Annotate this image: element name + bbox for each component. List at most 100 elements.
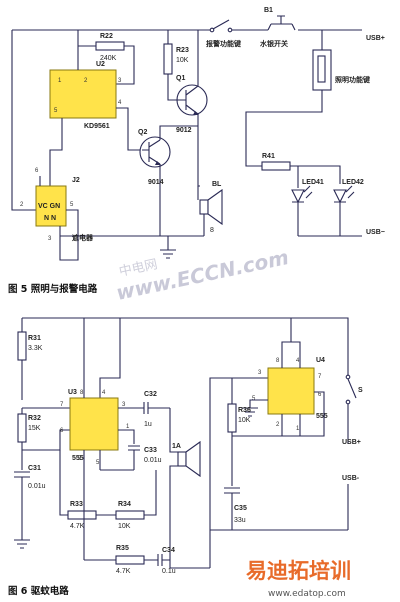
- svg-text:5: 5: [252, 396, 256, 402]
- svg-text:3: 3: [118, 78, 122, 84]
- c34-label: C34: [162, 547, 175, 554]
- q2-type: 9014: [148, 179, 164, 186]
- r32-resistor: [17, 413, 27, 443]
- r36-value: 10K: [238, 417, 251, 424]
- r23-value: 10K: [176, 57, 189, 64]
- r34-resistor: [115, 510, 145, 520]
- u3-chip: [69, 397, 119, 451]
- svg-text:3: 3: [258, 370, 262, 376]
- u4-label: U4: [316, 357, 325, 364]
- r22-resistor: [95, 41, 125, 51]
- svg-text:4: 4: [102, 390, 106, 396]
- bl-speaker-body: [199, 199, 209, 215]
- r36-resistor: [227, 403, 237, 433]
- alarm-switch-contact-a: [209, 27, 215, 33]
- r23-resistor: [163, 43, 173, 75]
- c34-value: 0.1u: [162, 568, 176, 575]
- u2-part: KD9561: [84, 123, 110, 130]
- r22-label: R22: [100, 33, 113, 40]
- r33-label: R33: [70, 501, 83, 508]
- r31-value: 3.3K: [28, 345, 43, 352]
- watermark-edatop-url: www.edatop.com: [268, 589, 346, 599]
- svg-text:4: 4: [118, 100, 122, 106]
- relay-label: 遮电器: [72, 233, 94, 242]
- s-switch-contact-b: [345, 399, 351, 405]
- fig5-caption: 图 5 照明与报警电路: [8, 283, 98, 295]
- svg-text:2: 2: [84, 78, 88, 84]
- q2-label: Q2: [138, 129, 147, 136]
- fig6-ground-left: [14, 539, 30, 549]
- s-switch-blade: [347, 378, 357, 399]
- svg-text:3: 3: [48, 236, 52, 242]
- svg-text:2: 2: [20, 202, 24, 208]
- r33-value: 4.7K: [70, 523, 85, 530]
- q1-type: 9012: [176, 127, 192, 134]
- r33-resistor: [67, 510, 97, 520]
- fig5-usb-minus-label: USB−: [366, 229, 385, 236]
- led41-label: LED41: [302, 179, 324, 186]
- u3-part: 555: [72, 455, 84, 462]
- fig6-speaker-cone: [185, 440, 201, 478]
- alarm-switch-blade: [212, 19, 230, 30]
- j2-label: J2: [72, 177, 80, 184]
- svg-text:3: 3: [122, 402, 126, 408]
- r22-value: 240K: [100, 55, 117, 62]
- led42-diode: [333, 189, 347, 204]
- svg-text:5: 5: [70, 202, 74, 208]
- c32-value: 1u: [144, 421, 152, 428]
- r34-value: 10K: [118, 523, 131, 530]
- j2-relay: [35, 185, 67, 227]
- u3-label: U3: [68, 389, 77, 396]
- u4-part: 555: [316, 413, 328, 420]
- water-switch-label: 水银开关: [260, 39, 288, 48]
- u4-chip: [267, 367, 315, 415]
- q1-label: Q1: [176, 75, 185, 82]
- s-switch-contact-a: [345, 374, 351, 380]
- led41-diode: [291, 189, 305, 204]
- fig5-circuit: 报警功能键 B1 水银开关 USB+ 照明功能键 R22 240K U2 KD9…: [11, 7, 385, 261]
- svg-text:1: 1: [296, 426, 300, 432]
- svg-text:7: 7: [318, 374, 322, 380]
- svg-text:6: 6: [318, 392, 322, 398]
- c33-value: 0.01u: [144, 457, 162, 464]
- led42-label: LED42: [342, 179, 364, 186]
- c35-label: C35: [234, 505, 247, 512]
- bl-label: BL: [212, 181, 222, 188]
- c33-label: C33: [144, 447, 157, 454]
- svg-text:5: 5: [54, 108, 58, 114]
- fig6-speaker-body: [177, 451, 187, 467]
- s-switch-label: S: [358, 387, 363, 394]
- c31-value: 0.01u: [28, 483, 46, 490]
- fig6-circuit: R31 3.3K R32 15K C31 0.01u U3 555 7 8 4 …: [14, 317, 363, 575]
- fig6-usb-plus-label: USB+: [342, 439, 361, 446]
- svg-text:4: 4: [296, 358, 300, 364]
- c32-label: C32: [144, 391, 157, 398]
- j2-pins: VC GN: [38, 203, 60, 210]
- svg-text:6: 6: [60, 428, 64, 434]
- u2-chip: [49, 69, 117, 119]
- bl-speaker-cone: [207, 188, 223, 226]
- light-switch-label: 照明功能键: [335, 75, 370, 84]
- r23-label: R23: [176, 47, 189, 54]
- light-switch-slider: [317, 55, 326, 83]
- j2-sub: N N: [44, 215, 56, 222]
- alarm-switch-contact-b: [227, 27, 233, 33]
- fig6-speaker-label: 1A: [172, 443, 181, 450]
- u2-label: U2: [96, 61, 105, 68]
- r35-label: R35: [116, 545, 129, 552]
- r32-value: 15K: [28, 425, 41, 432]
- r35-value: 4.7K: [116, 568, 131, 575]
- svg-text:8: 8: [80, 390, 84, 396]
- svg-text:2: 2: [78, 456, 82, 462]
- svg-text:7: 7: [60, 402, 64, 408]
- b1-pushbutton: [267, 15, 296, 31]
- alarm-switch-label: 报警功能键: [206, 39, 241, 48]
- r31-resistor: [17, 331, 27, 361]
- svg-text:1: 1: [58, 78, 62, 84]
- r36-label: R36: [238, 407, 251, 414]
- fig5-ground: [60, 235, 204, 259]
- fig6-usb-minus-label: USB-: [342, 475, 360, 482]
- fig6-caption: 图 6 驱蚊电路: [8, 585, 69, 597]
- c31-label: C31: [28, 465, 41, 472]
